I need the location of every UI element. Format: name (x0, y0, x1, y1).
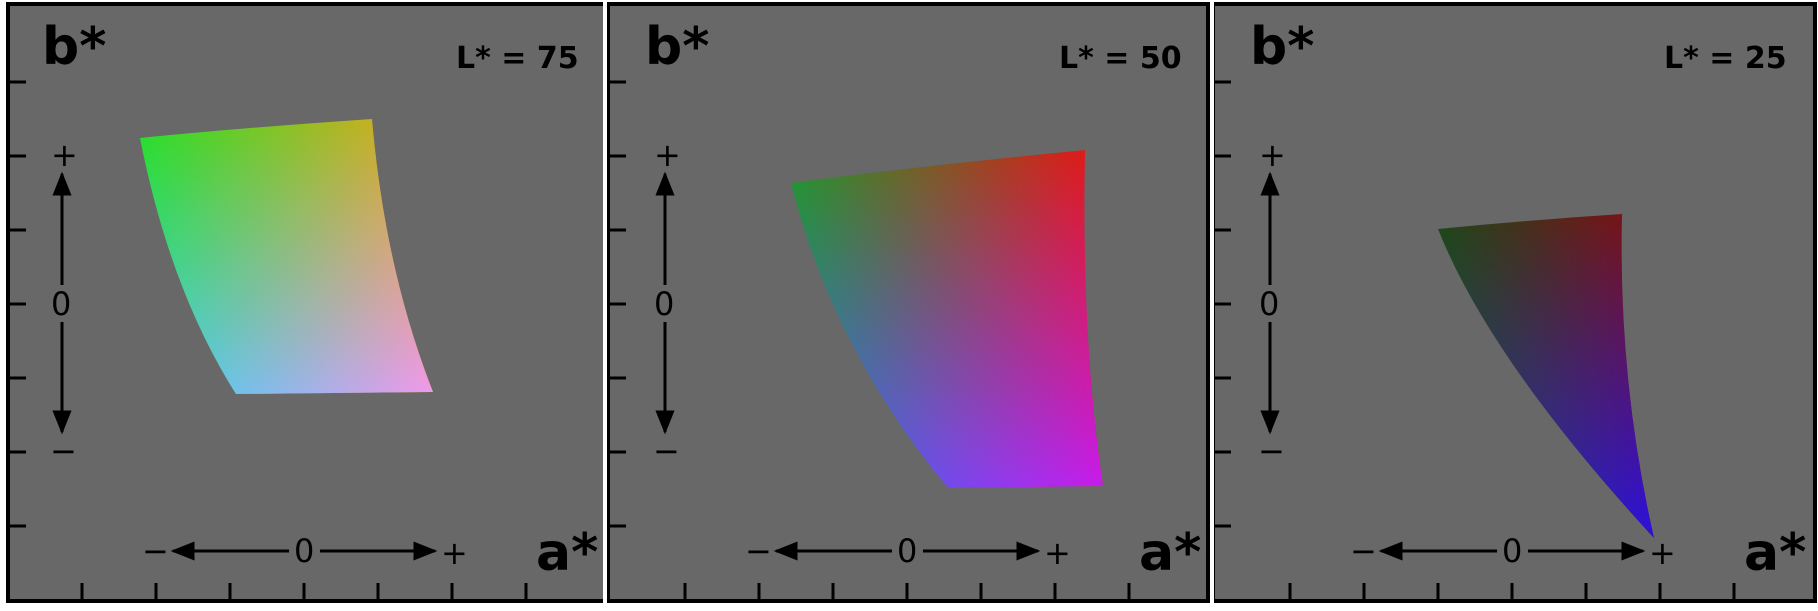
b-axis-zero: 0 (654, 285, 674, 323)
a-axis-plus: + (1649, 534, 1676, 572)
a-axis-arrows: − 0 + (745, 532, 1071, 572)
a-axis-minus: − (142, 532, 169, 570)
a-axis-arrows: − 0 + (142, 532, 468, 572)
b-axis-plus: + (51, 136, 78, 174)
bottom-ticks (683, 583, 1131, 601)
panel-l25: b* a* L* = 25 + 0 − − 0 + (1211, 2, 1817, 603)
b-axis-arrows: + 0 − (1258, 136, 1286, 470)
b-axis-zero: 0 (51, 285, 71, 323)
panel-l50: b* a* L* = 50 + 0 − − 0 + (606, 2, 1210, 603)
a-axis-arrows: − 0 + (1350, 532, 1676, 572)
left-ticks (1213, 80, 1231, 528)
panel-separator (603, 0, 607, 611)
a-star-label: a* (536, 523, 598, 583)
bottom-ticks (1288, 583, 1736, 601)
panel-l75: b* a* L* = 75 + 0 − − 0 + (6, 2, 607, 603)
b-axis-minus: − (653, 432, 680, 470)
b-star-label: b* (1250, 17, 1314, 77)
panel-separator (1210, 0, 1214, 611)
lightness-label: L* = 25 (1664, 41, 1787, 76)
b-axis-minus: − (50, 432, 77, 470)
b-axis-zero: 0 (1259, 285, 1279, 323)
a-axis-plus: + (441, 534, 468, 572)
b-axis-minus: − (1258, 432, 1285, 470)
left-ticks (608, 80, 626, 528)
left-ticks (8, 80, 26, 528)
a-axis-zero: 0 (1502, 532, 1522, 570)
lightness-label: L* = 50 (1059, 41, 1182, 76)
b-axis-arrows: + 0 − (50, 136, 78, 470)
a-star-label: a* (1744, 523, 1806, 583)
b-axis-plus: + (1259, 136, 1286, 174)
b-star-label: b* (645, 17, 709, 77)
a-axis-zero: 0 (294, 532, 314, 570)
b-star-label: b* (42, 17, 106, 77)
lightness-label: L* = 75 (456, 41, 579, 76)
a-axis-zero: 0 (897, 532, 917, 570)
a-axis-minus: − (1350, 532, 1377, 570)
bottom-ticks (80, 583, 528, 601)
b-axis-arrows: + 0 − (653, 136, 681, 470)
a-star-label: a* (1139, 523, 1201, 583)
a-axis-minus: − (745, 532, 772, 570)
a-axis-plus: + (1044, 534, 1071, 572)
b-axis-plus: + (654, 136, 681, 174)
